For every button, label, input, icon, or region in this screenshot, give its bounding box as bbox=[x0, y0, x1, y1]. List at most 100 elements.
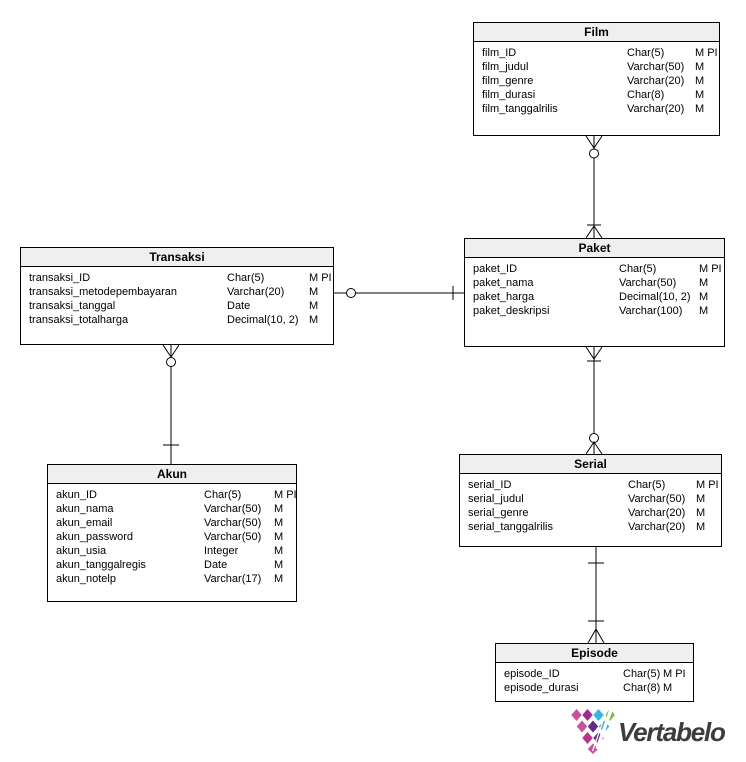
column-type: Varchar(50) bbox=[628, 493, 686, 505]
column-flags: M bbox=[699, 277, 709, 289]
entity-episode-columns: episode_ID Char(5) M PI episode_durasi C… bbox=[496, 663, 693, 695]
table-row[interactable]: transaksi_totalharga Decimal(10, 2) M bbox=[21, 313, 333, 327]
column-name: paket_ID bbox=[473, 263, 518, 275]
column-flags: M PI bbox=[274, 489, 297, 501]
column-name: akun_email bbox=[56, 517, 113, 529]
relationship-transaksi-akun[interactable] bbox=[162, 344, 180, 464]
table-row[interactable]: serial_judul Varchar(50) M bbox=[460, 492, 721, 506]
column-name: serial_ID bbox=[468, 479, 512, 491]
entity-film-title[interactable]: Film bbox=[474, 23, 719, 42]
entity-akun-columns: akun_ID Char(5) M PI akun_nama Varchar(5… bbox=[48, 484, 297, 586]
column-flags: M bbox=[309, 314, 319, 326]
table-row[interactable]: paket_nama Varchar(50) M bbox=[465, 276, 724, 290]
entity-transaksi-columns: transaksi_ID Char(5) M PI transaksi_meto… bbox=[21, 267, 333, 327]
table-row[interactable]: serial_genre Varchar(20) M bbox=[460, 506, 721, 520]
table-row[interactable]: serial_ID Char(5) M PI bbox=[460, 478, 721, 492]
table-row[interactable]: akun_email Varchar(50) M bbox=[48, 516, 296, 530]
column-flags: M bbox=[274, 503, 284, 515]
entity-paket-columns: paket_ID Char(5) M PI paket_nama Varchar… bbox=[465, 258, 724, 318]
column-type: Date bbox=[204, 559, 228, 571]
table-row[interactable]: film_genre Varchar(20) M bbox=[474, 74, 719, 88]
column-name: episode_ID bbox=[504, 668, 560, 680]
column-flags: M bbox=[309, 286, 319, 298]
column-type: Char(5) bbox=[628, 479, 666, 491]
column-flags: M bbox=[695, 89, 705, 101]
column-flags: M bbox=[695, 103, 705, 115]
entity-transaksi-title[interactable]: Transaksi bbox=[21, 248, 333, 267]
table-row[interactable]: film_durasi Char(8) M bbox=[474, 88, 719, 102]
column-name: transaksi_totalharga bbox=[29, 314, 129, 326]
entity-akun[interactable]: Akun akun_ID Char(5) M PI akun_nama Varc… bbox=[47, 464, 297, 602]
column-name: transaksi_ID bbox=[29, 272, 91, 284]
column-type: Decimal(10, 2) bbox=[227, 314, 299, 326]
column-type: Char(5) bbox=[227, 272, 265, 284]
table-row[interactable]: transaksi_metodepembayaran Varchar(20) M bbox=[21, 285, 333, 299]
vertabelo-logo: Vertabelo bbox=[570, 707, 726, 754]
crow-foot-many-icon bbox=[585, 225, 603, 239]
relationship-serial-episode[interactable] bbox=[587, 547, 605, 644]
column-name: film_judul bbox=[482, 61, 529, 73]
entity-episode[interactable]: Episode episode_ID Char(5) M PI episode_… bbox=[495, 643, 694, 702]
column-flags: M PI bbox=[663, 668, 686, 680]
entity-transaksi[interactable]: Transaksi transaksi_ID Char(5) M PI tran… bbox=[20, 247, 334, 345]
table-row[interactable]: akun_password Varchar(50) M bbox=[48, 530, 296, 544]
column-name: film_tanggalrilis bbox=[482, 103, 558, 115]
table-row[interactable]: akun_ID Char(5) M PI bbox=[48, 488, 297, 502]
table-row[interactable]: serial_tanggalrilis Varchar(20) M bbox=[460, 520, 721, 534]
column-name: episode_durasi bbox=[504, 682, 579, 694]
table-row[interactable]: akun_tanggalregis Date M bbox=[48, 558, 296, 572]
column-name: akun_usia bbox=[56, 545, 107, 557]
table-row[interactable]: paket_deskripsi Varchar(100) M bbox=[465, 304, 724, 318]
column-flags: M PI bbox=[696, 479, 719, 491]
table-row[interactable]: film_ID Char(5) M PI bbox=[474, 46, 719, 60]
column-name: serial_genre bbox=[468, 507, 529, 519]
vertabelo-logo-text: Vertabelo bbox=[618, 717, 726, 747]
column-type: Varchar(50) bbox=[627, 61, 685, 73]
column-type: Date bbox=[227, 300, 251, 312]
column-type: Char(5) bbox=[627, 47, 665, 59]
column-flags: M bbox=[274, 531, 284, 543]
column-type: Varchar(100) bbox=[619, 305, 683, 317]
table-row[interactable]: transaksi_ID Char(5) M PI bbox=[21, 271, 333, 285]
column-flags: M bbox=[309, 300, 319, 312]
entity-film-columns: film_ID Char(5) M PI film_judul Varchar(… bbox=[474, 42, 719, 116]
relationship-transaksi-paket[interactable] bbox=[334, 286, 464, 300]
table-row[interactable]: episode_durasi Char(8) M bbox=[496, 681, 693, 695]
column-name: serial_tanggalrilis bbox=[468, 521, 553, 533]
table-row[interactable]: transaksi_tanggal Date M bbox=[21, 299, 333, 313]
entity-serial-title[interactable]: Serial bbox=[460, 455, 721, 474]
table-row[interactable]: episode_ID Char(5) M PI bbox=[496, 667, 693, 681]
relationship-paket-serial[interactable] bbox=[585, 346, 603, 455]
column-flags: M bbox=[696, 521, 706, 533]
table-row[interactable]: akun_nama Varchar(50) M bbox=[48, 502, 296, 516]
column-type: Varchar(20) bbox=[628, 521, 686, 533]
column-flags: M PI bbox=[309, 272, 332, 284]
column-type: Char(5) bbox=[623, 668, 661, 680]
table-row[interactable]: akun_usia Integer M bbox=[48, 544, 296, 558]
cardinality-zero-circle-icon bbox=[589, 148, 599, 159]
column-flags: M bbox=[274, 573, 284, 585]
column-name: paket_nama bbox=[473, 277, 534, 289]
column-flags: M PI bbox=[699, 263, 722, 275]
column-type: Varchar(50) bbox=[204, 531, 262, 543]
table-row[interactable]: film_judul Varchar(50) M bbox=[474, 60, 719, 74]
entity-akun-title[interactable]: Akun bbox=[48, 465, 296, 484]
column-name: akun_tanggalregis bbox=[56, 559, 146, 571]
entity-paket-title[interactable]: Paket bbox=[465, 239, 724, 258]
table-row[interactable]: paket_ID Char(5) M PI bbox=[465, 262, 724, 276]
relationship-film-paket[interactable] bbox=[585, 135, 603, 239]
column-type: Varchar(20) bbox=[627, 75, 685, 87]
entity-serial-columns: serial_ID Char(5) M PI serial_judul Varc… bbox=[460, 474, 721, 534]
table-row[interactable]: akun_notelp Varchar(17) M bbox=[48, 572, 296, 586]
entity-film[interactable]: Film film_ID Char(5) M PI film_judul Var… bbox=[473, 22, 720, 136]
table-row[interactable]: film_tanggalrilis Varchar(20) M bbox=[474, 102, 719, 116]
column-type: Varchar(17) bbox=[204, 573, 262, 585]
table-row[interactable]: paket_harga Decimal(10, 2) M bbox=[465, 290, 724, 304]
entity-paket[interactable]: Paket paket_ID Char(5) M PI paket_nama V… bbox=[464, 238, 725, 347]
entity-serial[interactable]: Serial serial_ID Char(5) M PI serial_jud… bbox=[459, 454, 722, 547]
entity-episode-title[interactable]: Episode bbox=[496, 644, 693, 663]
column-type: Varchar(50) bbox=[204, 517, 262, 529]
column-flags: M bbox=[274, 559, 284, 571]
column-flags: M bbox=[699, 291, 709, 303]
